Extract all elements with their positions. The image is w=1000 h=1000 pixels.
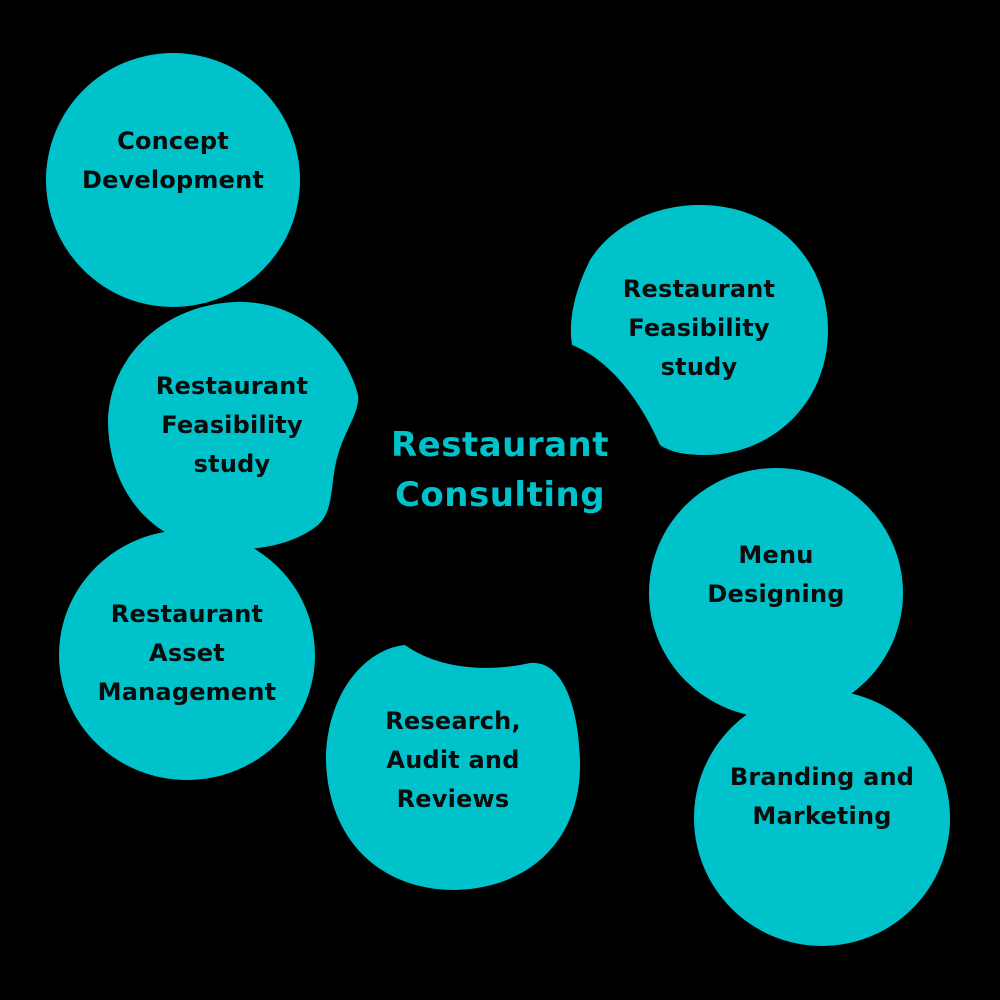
- center-title: Restaurant Consulting: [330, 420, 670, 520]
- node-concept-development: Concept Development: [81, 127, 265, 194]
- node-branding-marketing: Branding and Marketing: [729, 763, 915, 830]
- node-feasibility-left: Restaurant Feasibility study: [155, 372, 309, 478]
- node-menu-designing: Menu Designing: [707, 541, 845, 608]
- node-asset-management: Restaurant Asset Management: [97, 600, 277, 706]
- blob-feasibility-right: [570, 205, 828, 455]
- blob-branding: [694, 690, 950, 946]
- center-title-line1: Restaurant: [390, 425, 610, 465]
- blob-research: [326, 645, 581, 890]
- blob-feasibility-left: [108, 301, 359, 550]
- node-feasibility-right: Restaurant Feasibility study: [622, 275, 776, 381]
- blob-concept: [46, 53, 300, 307]
- blob-menu: [649, 468, 903, 718]
- center-title-line2: Consulting: [394, 475, 606, 515]
- node-research-audit-reviews: Research, Audit and Reviews: [385, 707, 521, 813]
- blob-asset: [59, 530, 315, 780]
